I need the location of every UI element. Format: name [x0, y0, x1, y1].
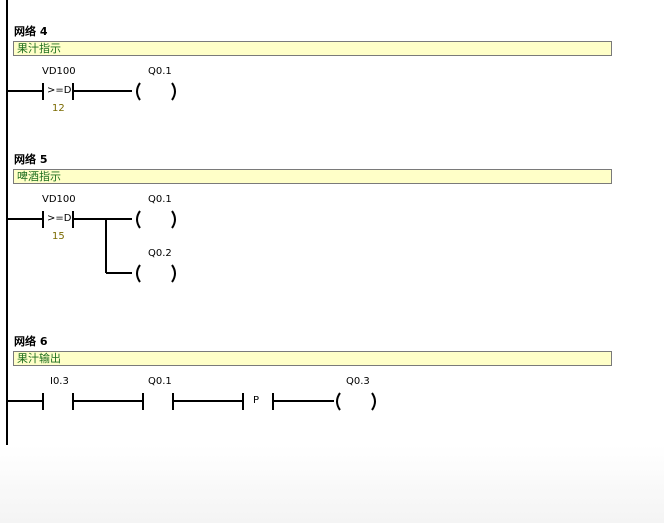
network-6-title[interactable]: 网络 6	[14, 335, 48, 348]
network-6-contact-2[interactable]	[142, 393, 174, 410]
network-4-comment[interactable]: 果汁指示	[13, 41, 612, 56]
network-4-coil[interactable]	[136, 82, 176, 101]
editor-bottom-area	[0, 445, 664, 523]
network-5-coil-1[interactable]	[136, 210, 176, 229]
network-6-contact-1-address[interactable]: I0.3	[50, 376, 69, 387]
network-6-coil[interactable]	[336, 392, 376, 411]
network-4-compare-value[interactable]: 12	[52, 103, 65, 114]
network-5-title[interactable]: 网络 5	[14, 153, 48, 166]
left-power-rail	[6, 0, 8, 445]
network-5-coil-1-address[interactable]: Q0.1	[148, 194, 172, 205]
network-6-contact-1[interactable]	[42, 393, 74, 410]
network-4-coil-address[interactable]: Q0.1	[148, 66, 172, 77]
network-6-contact-2-address[interactable]: Q0.1	[148, 376, 172, 387]
network-6-coil-address[interactable]: Q0.3	[346, 376, 370, 387]
network-4-title[interactable]: 网络 4	[14, 25, 48, 38]
network-5-coil-2-address[interactable]: Q0.2	[148, 248, 172, 259]
network-4-contact-address[interactable]: VD100	[42, 66, 76, 77]
network-4-compare-op: >=D	[47, 85, 72, 96]
network-5-comment[interactable]: 啤酒指示	[13, 169, 612, 184]
network-5-coil-2[interactable]	[136, 264, 176, 283]
network-6-edge-label: P	[253, 395, 260, 406]
network-4-compare-contact[interactable]	[42, 83, 74, 100]
network-6-comment[interactable]: 果汁输出	[13, 351, 612, 366]
network-5-compare-contact[interactable]	[42, 211, 74, 228]
network-5-rung	[8, 218, 132, 274]
network-6-positive-edge-contact[interactable]	[242, 393, 274, 410]
network-5-contact-address[interactable]: VD100	[42, 194, 76, 205]
network-5-compare-op: >=D	[47, 213, 72, 224]
network-5-compare-value[interactable]: 15	[52, 231, 65, 242]
